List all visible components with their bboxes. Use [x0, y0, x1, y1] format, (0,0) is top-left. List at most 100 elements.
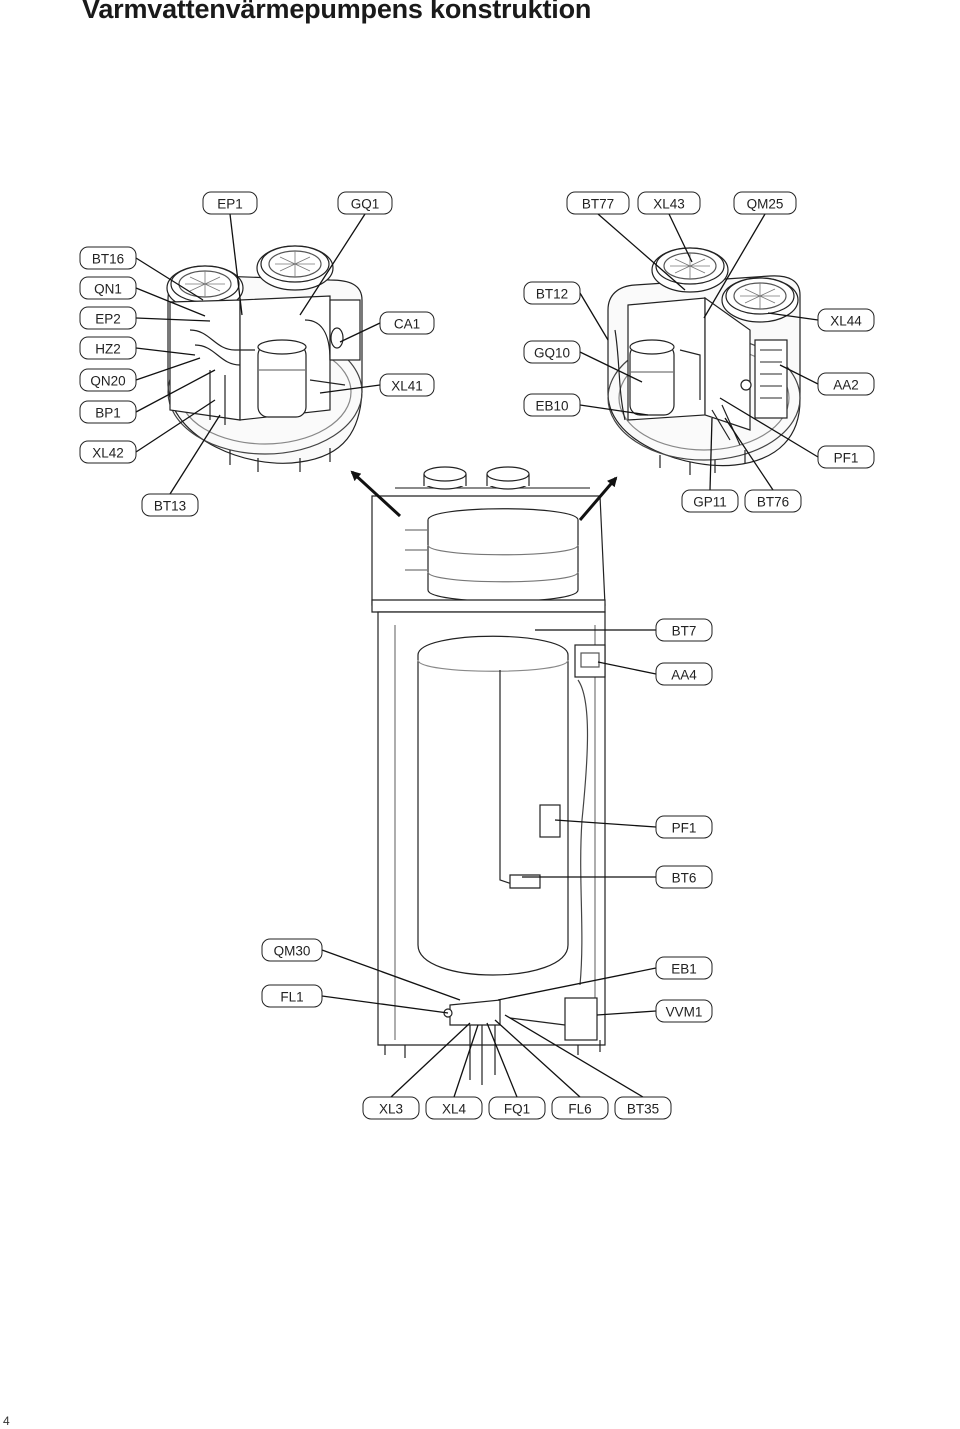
callout-box-bt12 — [523, 281, 581, 305]
callout-box-bp1 — [79, 400, 137, 424]
callout-box-qn20 — [79, 368, 137, 392]
left-module-illustration — [166, 245, 363, 472]
callout-box-xl3 — [362, 1096, 420, 1120]
callout-label-fq1: FQ1 — [504, 1102, 530, 1117]
callout-label-gq10: GQ10 — [534, 346, 570, 361]
callout-label-ep1: EP1 — [217, 197, 243, 212]
callout-label-gq1: GQ1 — [351, 197, 380, 212]
callout-box-gp11 — [681, 489, 739, 513]
leader-line-xl43 — [668, 213, 693, 263]
callout-box-xl43 — [637, 191, 701, 215]
leader-line-eb10 — [579, 404, 649, 416]
callout-label-qm30: QM30 — [274, 944, 311, 959]
callout-box-bt16 — [79, 246, 137, 270]
callout-box-xl4 — [425, 1096, 483, 1120]
callout-label-bt35: BT35 — [627, 1102, 659, 1117]
leader-line-bt76 — [724, 417, 774, 491]
leader-line-gq10 — [579, 351, 643, 383]
callout-label-ca1: CA1 — [394, 317, 420, 332]
callout-label-bt16: BT16 — [92, 252, 124, 267]
callout-box-gq10 — [523, 340, 581, 364]
main-cabinet-illustration — [371, 466, 606, 1085]
callout-box-pf1b — [655, 815, 713, 839]
callout-box-aa2 — [817, 372, 875, 396]
callout-label-xl42: XL42 — [92, 446, 124, 461]
callout-label-bp1: BP1 — [95, 406, 121, 421]
leader-line-aa2 — [779, 364, 819, 385]
callout-box-eb10 — [523, 393, 581, 417]
leader-line-xl3 — [390, 1022, 471, 1098]
leader-line-bt77 — [597, 213, 686, 291]
callout-label-eb1: EB1 — [671, 962, 697, 977]
callout-box-qn1 — [79, 276, 137, 300]
callout-box-gq1 — [337, 191, 393, 215]
callout-label-fl6: FL6 — [568, 1102, 591, 1117]
callout-label-qn20: QN20 — [90, 374, 125, 389]
callout-box-qm30 — [261, 938, 323, 962]
leader-line-pf1b — [554, 819, 657, 828]
callout-label-bt77: BT77 — [582, 197, 614, 212]
callout-label-bt7: BT7 — [672, 624, 697, 639]
callout-label-xl44: XL44 — [830, 314, 862, 329]
callout-box-bt7 — [655, 618, 713, 642]
leader-line-xl44 — [767, 312, 819, 321]
leader-line-xl41 — [319, 384, 381, 394]
leader-line-qm30 — [321, 949, 461, 1001]
callout-box-qm25 — [733, 191, 797, 215]
callout-label-xl4: XL4 — [442, 1102, 467, 1117]
callout-label-qn1: QN1 — [94, 282, 122, 297]
leader-line-ca1 — [339, 322, 381, 343]
leader-line-gp11 — [709, 417, 713, 491]
airflow-arrow-right — [578, 476, 618, 521]
leader-line-qn20 — [135, 357, 201, 381]
leader-line-bt35 — [504, 1014, 644, 1098]
callout-box-ep1 — [202, 191, 258, 215]
leader-line-eb1 — [497, 967, 657, 1001]
leader-line-hz2 — [135, 347, 196, 356]
callout-box-ep2 — [79, 306, 137, 330]
callout-label-hz2: HZ2 — [95, 342, 121, 357]
callout-box-vvm1 — [655, 999, 713, 1023]
callout-box-pf1a — [817, 445, 875, 469]
right-module-illustration — [607, 247, 801, 475]
airflow-arrow-left — [350, 470, 402, 518]
callout-box-bt6 — [655, 865, 713, 889]
callout-box-ca1 — [379, 311, 435, 335]
leader-line-fl1 — [321, 995, 449, 1014]
leader-line-xl42 — [135, 399, 216, 453]
callout-label-bt13: BT13 — [154, 499, 186, 514]
page-number: 4 — [3, 1414, 10, 1428]
callout-label-bt6: BT6 — [672, 871, 697, 886]
leader-line-fq1 — [486, 1022, 518, 1098]
callout-label-ep2: EP2 — [95, 312, 121, 327]
callout-label-eb10: EB10 — [535, 399, 568, 414]
callout-box-hz2 — [79, 336, 137, 360]
callout-label-xl41: XL41 — [391, 379, 423, 394]
leader-line-gq1 — [299, 213, 366, 316]
callout-label-xl43: XL43 — [653, 197, 685, 212]
leader-line-vvm1 — [596, 1010, 657, 1016]
airflow-arrows — [350, 470, 618, 521]
callout-label-gp11: GP11 — [693, 495, 727, 510]
callout-box-bt13 — [141, 493, 199, 517]
callout-label-aa2: AA2 — [833, 378, 859, 393]
leader-line-bp1 — [135, 369, 216, 413]
callout-box-bt35 — [614, 1096, 672, 1120]
leader-line-bt12 — [579, 292, 609, 341]
callout-box-xl41 — [379, 373, 435, 397]
leader-line-fl6 — [494, 1019, 581, 1098]
callout-label-qm25: QM25 — [747, 197, 784, 212]
callout-label-aa4: AA4 — [671, 668, 697, 683]
callout-box-xl42 — [79, 440, 137, 464]
leader-line-qn1 — [135, 287, 206, 317]
callout-label-vvm1: VVM1 — [666, 1005, 703, 1020]
callout-box-fl6 — [551, 1096, 609, 1120]
callout-label-bt76: BT76 — [757, 495, 789, 510]
callout-box-bt77 — [566, 191, 630, 215]
callout-box-fl1 — [261, 984, 323, 1008]
callout-label-bt12: BT12 — [536, 287, 568, 302]
leader-line-ep1 — [229, 213, 243, 316]
callout-label-pf1b: PF1 — [672, 821, 697, 836]
